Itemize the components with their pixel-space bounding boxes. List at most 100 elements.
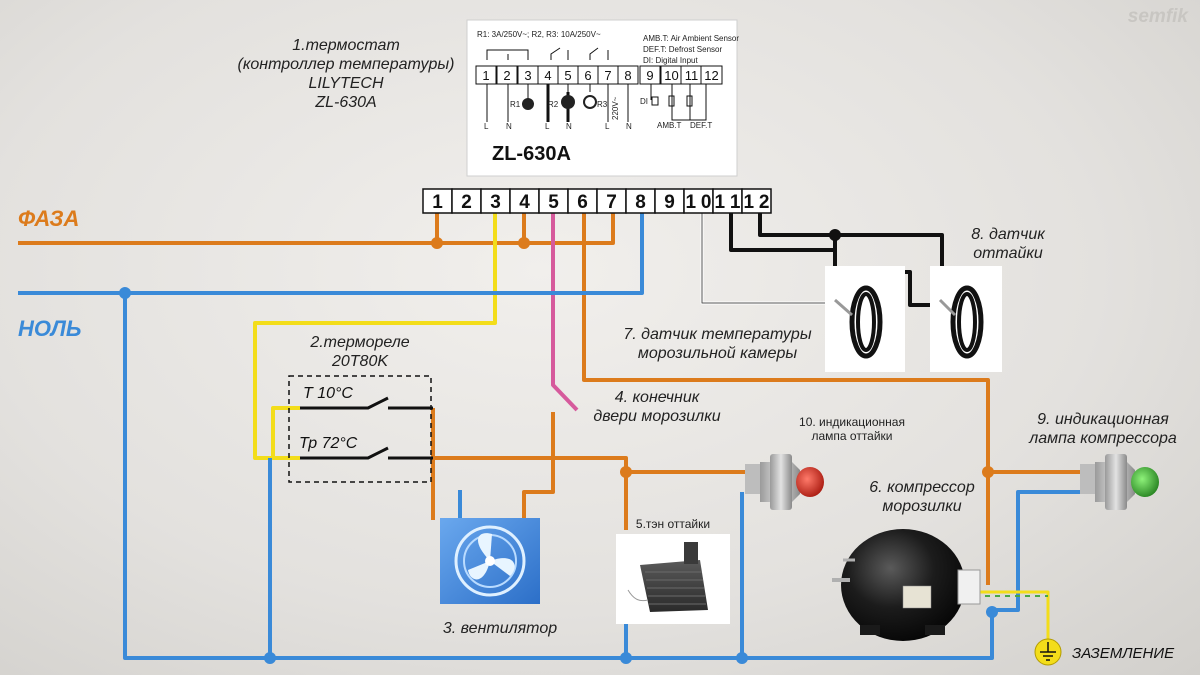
watermark: semfik — [1127, 6, 1188, 27]
panel-terminal-number: 9 — [646, 68, 653, 83]
freezer-sensor-wire — [700, 213, 832, 305]
panel-terminal-number: 11 — [685, 68, 699, 83]
terminal-number: 6 — [577, 192, 588, 213]
door-switch-label-line: 4. конечник — [614, 389, 700, 406]
panel-sensor-note: AMB.T: Air Ambient Sensor — [643, 34, 739, 43]
panel-mark: AMB.T — [657, 121, 682, 130]
terminal-number: 1 — [432, 192, 443, 213]
defrost-lamp-image — [745, 454, 824, 510]
terminal-cell — [480, 188, 511, 214]
thermostat-label-line: LILYTECH — [308, 75, 384, 92]
terminal-cell — [567, 188, 598, 214]
panel-terminal-number: 1 — [482, 68, 489, 83]
panel-mark: N — [626, 122, 632, 131]
panel-terminal-number: 8 — [624, 68, 631, 83]
compressor-label-line: 6. компрессор — [869, 479, 975, 496]
switch-tp-label: Тр 72°C — [299, 435, 358, 452]
terminal-number: 2 — [461, 192, 472, 213]
switch-t-label: T 10°C — [303, 385, 353, 402]
terminal-number: 9 — [664, 192, 675, 213]
phase-label: ФАЗА — [18, 206, 80, 231]
terminal-cell — [596, 188, 627, 214]
freezer-sensor-label: 7. датчик температуры морозильной камеры — [605, 325, 830, 363]
compressor-lamp-label: 9. индикационная лампа компрессора — [1008, 410, 1198, 448]
panel-terminal-number: 6 — [584, 68, 591, 83]
panel-mark: L — [484, 122, 489, 131]
fan-icon — [561, 95, 575, 109]
panel-sensor-note: DEF.T: Defrost Sensor — [643, 45, 722, 54]
thermo-relay-label-line: 2.термореле — [310, 334, 410, 351]
terminal-number: 7 — [606, 192, 617, 213]
panel-mark: R3 — [597, 100, 608, 109]
fan-image — [440, 518, 540, 604]
panel-terminal-number: 7 — [604, 68, 611, 83]
phase-wire — [18, 213, 615, 245]
thermostat-label-line: ZL-630A — [315, 94, 377, 111]
panel-sensor-note: DI: Digital Input — [643, 56, 698, 65]
compressor-lamp-label-line: лампа компрессора — [1029, 430, 1177, 447]
compressor-icon — [583, 95, 597, 109]
panel-mark: DEF.T — [690, 121, 712, 130]
ground-label: ЗАЗЕМЛЕНИЕ — [1072, 645, 1175, 662]
ground-wire — [975, 590, 1050, 640]
junction-dots — [119, 229, 998, 664]
defrost-lamp-label-line: 10. индикационная — [799, 415, 905, 429]
panel-terminal-cell — [475, 65, 497, 85]
defrost-sensor-label: 8. датчик оттайки — [958, 225, 1058, 263]
thermo-relay-box — [288, 375, 432, 483]
terminal-cell — [451, 188, 482, 214]
freezer-sensor-label-line: морозильной камеры — [637, 345, 798, 362]
panel-terminal-number: 3 — [524, 68, 531, 83]
panel-terminal-number: 5 — [564, 68, 571, 83]
compressor-lamp-image — [1080, 454, 1159, 510]
freezer-sensor-label-line: 7. датчик температуры — [623, 326, 812, 343]
door-switch-label-line: двери морозилки — [593, 408, 721, 425]
heater-image — [616, 534, 730, 624]
ground-icon — [1034, 638, 1062, 666]
heater-label: 5.тэн оттайки — [635, 517, 711, 531]
thermo-relay-label: 2.термореле 20T80K — [290, 333, 430, 371]
terminal-number: 5 — [548, 192, 559, 213]
neutral-wire — [18, 213, 644, 295]
thermo-relay-label-line: 20T80K — [331, 353, 389, 370]
thermostat-panel: R1: 3A/250V~; R2, R3: 10A/250V~ AMB.T: A… — [466, 19, 739, 177]
panel-model-title: ZL-630A — [492, 143, 571, 165]
terminal-cell — [509, 188, 540, 214]
compressor-image — [832, 529, 981, 641]
terminal-cell — [422, 188, 453, 214]
panel-terminal-number: 10 — [664, 68, 678, 83]
snowflake-icon — [522, 98, 534, 110]
panel-terminal-number: 4 — [544, 68, 551, 83]
compressor-lamp-label-line: 9. индикационная — [1037, 411, 1169, 428]
panel-mark: N — [566, 122, 572, 131]
thermostat-label-line: (контроллер температуры) — [237, 56, 455, 73]
terminal-number: 8 — [635, 192, 646, 213]
panel-terminal-number: 12 — [704, 68, 718, 83]
defrost-lamp-label-line: лампа оттайки — [811, 429, 893, 443]
defrost-sensor-label-line: оттайки — [973, 245, 1043, 262]
terminal-cell — [683, 188, 714, 214]
panel-mark: R2 — [548, 100, 559, 109]
panel-terminal-cell — [639, 65, 661, 85]
panel-mark: L — [605, 122, 610, 131]
terminal-number: 4 — [519, 192, 530, 213]
terminal-cell — [625, 188, 656, 214]
panel-rating-text: R1: 3A/250V~; R2, R3: 10A/250V~ — [477, 30, 601, 39]
defrost-sensor-label-line: 8. датчик — [971, 226, 1045, 243]
panel-mark: 220V~ — [611, 96, 620, 120]
panel-mark: R1 — [510, 100, 521, 109]
door-switch-label: 4. конечник двери морозилки — [582, 388, 732, 426]
fan-label: 3. вентилятор — [442, 620, 558, 637]
panel-terminal-cell — [700, 65, 723, 85]
panel-terminal-number: 2 — [503, 68, 510, 83]
terminal-cell — [654, 188, 685, 214]
panel-mark: N — [506, 122, 512, 131]
terminal-number: 3 — [490, 192, 501, 213]
thermostat-label: 1.термостат (контроллер температуры) LIL… — [226, 36, 466, 112]
panel-mark: L — [545, 122, 550, 131]
defrost-sensor-image — [930, 266, 1002, 372]
door-switch-wire — [551, 213, 579, 412]
defrost-lamp-label: 10. индикационная лампа оттайки — [772, 415, 932, 443]
